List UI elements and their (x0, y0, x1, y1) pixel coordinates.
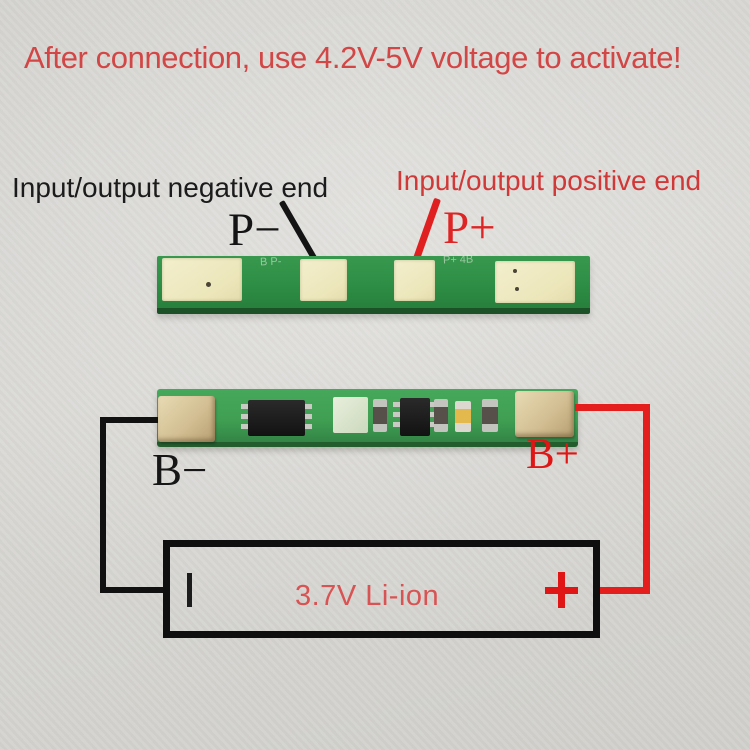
protection-ic-chip (241, 400, 312, 436)
smd-resistor-2 (434, 399, 448, 432)
battery-label: 3.7V Li-ion (295, 580, 440, 612)
protection-board-pad-side: B P- P+ 4B (157, 253, 590, 314)
positive-wire-segment-horizontal-top (575, 404, 650, 411)
smd-diode (455, 401, 471, 432)
positive-wire-segment-vertical (643, 404, 650, 594)
negative-wire-segment-horizontal-bottom (100, 587, 168, 593)
battery-negative-terminal-mark (187, 573, 192, 607)
positive-end-label: Input/output positive end (396, 165, 702, 196)
solder-pad-b-minus (162, 258, 242, 301)
smd-resistor-3 (482, 399, 498, 432)
mosfet-chip (393, 398, 437, 436)
battery-plus-symbol-vertical-bar (558, 572, 565, 608)
protection-board-component-side (157, 389, 578, 447)
smd-component-light (333, 397, 368, 433)
nickel-tab-left (158, 396, 215, 442)
solder-speck (513, 269, 517, 273)
solder-speck (206, 282, 211, 287)
silkscreen-text-right: P+ 4B (442, 253, 474, 267)
negative-wire-segment-horizontal-top (100, 417, 158, 423)
negative-pointer-line (278, 200, 318, 262)
solder-pad-p-minus (300, 259, 347, 301)
p-minus-label: P− (228, 204, 281, 256)
solder-pad-b-plus (495, 261, 575, 303)
activation-note: After connection, use 4.2V-5V voltage to… (24, 40, 682, 75)
solder-speck (515, 287, 519, 291)
b-plus-label: B+ (526, 431, 579, 478)
silkscreen-text-left: B P- (259, 255, 282, 269)
positive-pointer-line (412, 197, 441, 263)
negative-wire-segment-vertical (100, 417, 106, 593)
smd-resistor-1 (373, 399, 387, 432)
nickel-tab-right (515, 391, 574, 437)
solder-pad-p-plus (394, 260, 435, 301)
p-plus-label: P+ (443, 202, 496, 254)
negative-end-label: Input/output negative end (12, 172, 329, 203)
battery-outline: 3.7V Li-ion (163, 540, 600, 638)
positive-wire-segment-horizontal-bottom (600, 587, 650, 594)
b-minus-label: B− (152, 445, 208, 495)
